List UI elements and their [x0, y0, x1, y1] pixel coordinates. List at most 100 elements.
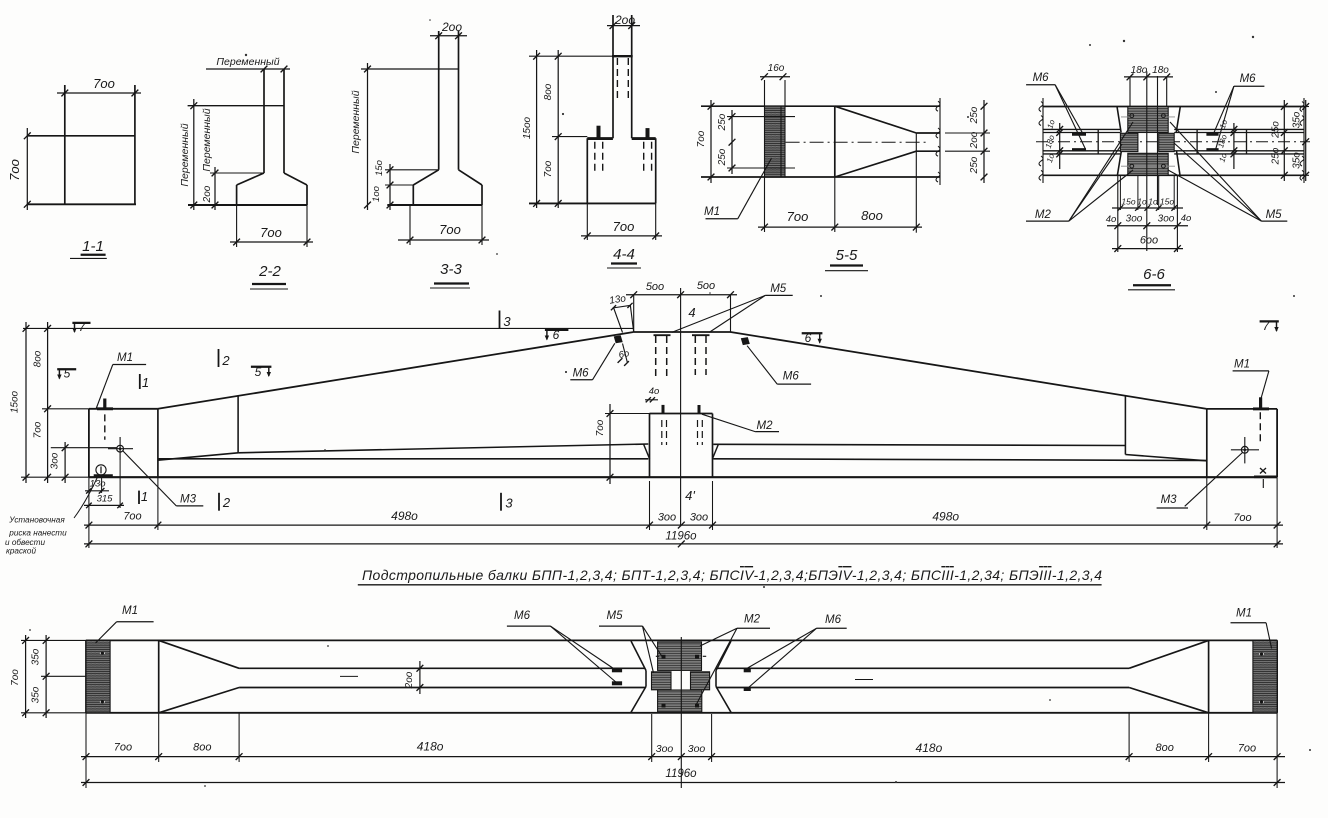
svg-text:М6: М6 [1033, 72, 1050, 84]
svg-text:3oo: 3oo [690, 512, 708, 524]
svg-text:25o: 25o [717, 113, 728, 131]
svg-text:М6: М6 [825, 614, 842, 626]
svg-text:5-5: 5-5 [836, 247, 858, 264]
svg-text:М1: М1 [122, 605, 138, 617]
svg-text:6: 6 [805, 331, 812, 345]
svg-text:Переменный: Переменный [201, 108, 213, 171]
svg-text:25o: 25o [1271, 121, 1282, 139]
svg-text:15oo: 15oo [10, 390, 21, 413]
svg-text:М6: М6 [514, 610, 531, 622]
svg-text:7oo: 7oo [696, 130, 707, 147]
svg-text:6o: 6o [618, 348, 631, 361]
svg-text:3oo: 3oo [50, 452, 61, 469]
svg-text:3: 3 [505, 496, 513, 511]
svg-text:2oo: 2oo [404, 671, 415, 689]
svg-text:7oo: 7oo [787, 209, 809, 224]
svg-text:7oo: 7oo [114, 742, 132, 754]
svg-text:16o: 16o [768, 63, 785, 74]
svg-text:1: 1 [142, 375, 149, 390]
svg-text:Переменный: Переменный [179, 123, 191, 186]
svg-text:3: 3 [503, 314, 511, 329]
svg-text:2oo: 2oo [614, 13, 635, 27]
svg-text:и обвести: и обвести [5, 538, 45, 547]
svg-text:4: 4 [688, 305, 695, 320]
svg-text:7oo: 7oo [33, 421, 44, 438]
svg-text:2oo: 2oo [202, 185, 213, 203]
svg-text:418o: 418o [916, 741, 943, 755]
svg-text:4-4: 4-4 [613, 246, 635, 263]
svg-text:4o: 4o [1181, 213, 1192, 224]
svg-text:35o: 35o [31, 648, 42, 665]
svg-text:7oo: 7oo [439, 222, 461, 237]
svg-text:М6: М6 [783, 371, 800, 383]
svg-text:Переменный: Переменный [350, 90, 362, 153]
svg-text:15o: 15o [374, 160, 385, 176]
svg-text:498o: 498o [391, 509, 418, 523]
svg-text:498o: 498o [932, 510, 959, 524]
svg-text:5: 5 [255, 365, 262, 379]
svg-text:7oo: 7oo [613, 219, 635, 234]
svg-text:8oo: 8oo [33, 350, 44, 367]
svg-text:8oo: 8oo [543, 83, 554, 100]
svg-text:25o: 25o [969, 156, 980, 174]
svg-text:2-2: 2-2 [258, 263, 281, 280]
svg-text:25o: 25o [969, 106, 980, 124]
svg-text:М6: М6 [1240, 73, 1257, 85]
svg-text:8oo: 8oo [861, 208, 883, 223]
svg-text:35o: 35o [1292, 152, 1303, 169]
svg-text:6oo: 6oo [1140, 235, 1158, 247]
svg-text:1o: 1o [1045, 152, 1056, 164]
svg-text:3oo: 3oo [656, 743, 674, 755]
svg-text:25o: 25o [717, 148, 728, 166]
svg-text:2: 2 [222, 495, 231, 510]
svg-text:Переменный: Переменный [216, 56, 279, 68]
svg-text:5oo: 5oo [697, 280, 715, 292]
svg-text:7oo: 7oo [1238, 743, 1256, 755]
svg-text:М2: М2 [757, 420, 774, 432]
svg-text:7oo: 7oo [93, 76, 115, 91]
svg-text:7oo: 7oo [543, 160, 554, 177]
svg-text:3-3: 3-3 [440, 261, 462, 278]
svg-text:Установочная: Установочная [8, 516, 65, 525]
svg-text:1o: 1o [1217, 152, 1228, 164]
svg-text:1o: 1o [1137, 197, 1147, 207]
svg-text:7: 7 [1263, 319, 1271, 333]
svg-text:4o: 4o [649, 386, 660, 397]
svg-text:краской: краской [6, 547, 36, 556]
svg-text:М3: М3 [1161, 494, 1178, 506]
svg-text:4': 4' [685, 488, 695, 503]
svg-text:М1: М1 [1236, 608, 1252, 620]
svg-text:2oo: 2oo [969, 131, 980, 149]
svg-text:13o: 13o [90, 479, 106, 490]
svg-text:6: 6 [553, 328, 560, 342]
svg-text:7oo: 7oo [1233, 512, 1251, 524]
svg-text:8oo: 8oo [193, 742, 211, 754]
svg-text:35o: 35o [1292, 111, 1303, 128]
svg-text:418o: 418o [417, 740, 444, 754]
svg-text:18o: 18o [1152, 65, 1169, 76]
svg-text:М1: М1 [117, 352, 133, 364]
svg-text:М5: М5 [770, 283, 787, 295]
svg-text:1oo: 1oo [371, 186, 382, 202]
svg-text:7oo: 7oo [260, 225, 282, 240]
svg-text:М2: М2 [744, 614, 761, 626]
svg-text:7oo: 7oo [595, 419, 606, 436]
svg-text:3oo: 3oo [1126, 214, 1143, 225]
svg-text:7oo: 7oo [7, 159, 22, 181]
svg-text:15oo: 15oo [522, 116, 533, 139]
svg-text:13o: 13o [609, 293, 628, 307]
svg-text:1: 1 [141, 489, 148, 504]
svg-text:2: 2 [221, 353, 230, 368]
svg-text:1o: 1o [1218, 118, 1229, 130]
svg-text:3oo: 3oo [658, 512, 676, 524]
svg-text:35o: 35o [31, 686, 42, 703]
svg-text:риска нанести: риска нанести [8, 529, 67, 538]
svg-text:7oo: 7oo [123, 511, 141, 523]
svg-text:4o: 4o [1106, 214, 1117, 225]
svg-text:6-6: 6-6 [1143, 266, 1165, 283]
svg-text:3oo: 3oo [1158, 214, 1175, 225]
svg-text:М6: М6 [573, 367, 590, 379]
svg-text:18o: 18o [1131, 65, 1148, 76]
svg-text:8oo: 8oo [1156, 742, 1174, 754]
svg-text:1-1: 1-1 [82, 238, 104, 255]
